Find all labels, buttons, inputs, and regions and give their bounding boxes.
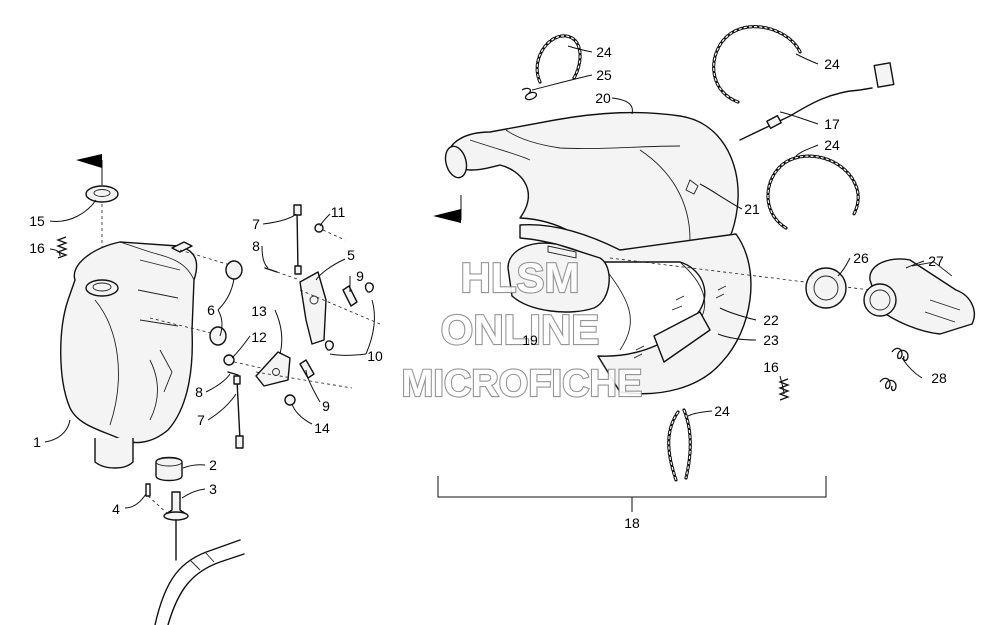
callout-12: 12 [251, 329, 267, 345]
screw-part [314, 223, 346, 241]
expansion-chamber [444, 111, 739, 263]
callout-1: 1 [33, 434, 41, 450]
callout-8-lower: 8 [195, 384, 203, 400]
bracket-lower [255, 351, 291, 387]
expansion-chamber-assembly [433, 25, 975, 512]
callout-27: 27 [928, 253, 944, 269]
heat-shield [519, 223, 752, 395]
callout-6: 6 [207, 302, 215, 318]
callout-24-a: 24 [596, 44, 612, 60]
callout-3: 3 [209, 481, 217, 497]
spring-part-7-lower [233, 375, 244, 449]
clamp-spring-1 [535, 34, 582, 84]
watermark-line-3: MICROFICHE [402, 363, 643, 405]
callout-20: 20 [595, 90, 611, 106]
watermark-line-1: HLSM [461, 254, 580, 301]
callout-2: 2 [209, 457, 217, 473]
clamp-spring-2 [712, 25, 802, 104]
callout-10: 10 [367, 348, 383, 364]
callout-7-top: 7 [252, 216, 260, 232]
rubber-mount [155, 456, 183, 482]
seal-ring [805, 267, 847, 309]
callout-15: 15 [29, 213, 45, 229]
callout-28: 28 [931, 370, 947, 386]
bracket-upper [299, 271, 327, 345]
callout-26: 26 [853, 250, 869, 266]
callout-17: 17 [824, 116, 840, 132]
callout-18: 18 [624, 515, 640, 531]
chassis-rail [154, 519, 245, 625]
assembly-bracket-18 [437, 476, 827, 512]
callout-8-top: 8 [252, 238, 260, 254]
cotter-pin-top [264, 267, 301, 281]
callout-25: 25 [596, 67, 612, 83]
wave-spring [521, 87, 538, 101]
grommet-part [85, 185, 119, 203]
clamp-spring-3 [766, 154, 860, 230]
cotter-pin-lower [227, 371, 239, 376]
callout-24-b: 24 [824, 56, 840, 72]
pin-part [145, 483, 169, 515]
callout-16-right: 16 [763, 359, 779, 375]
callout-21: 21 [744, 201, 760, 217]
spring-part-7-top [293, 204, 302, 275]
callout-14: 14 [314, 420, 330, 436]
muffler-body [60, 241, 241, 469]
stud-part [163, 491, 189, 521]
callout-13: 13 [251, 303, 267, 319]
inner-pipe [507, 242, 610, 313]
callout-11: 11 [331, 204, 346, 220]
spring-part-left [56, 236, 68, 259]
exhaust-manifold [863, 258, 975, 335]
callout-19: 19 [522, 332, 538, 348]
temperature-sensor [739, 62, 895, 141]
callout-24-d: 24 [714, 403, 730, 419]
watermark: HLSM ONLINE MICROFICHE [401, 253, 644, 406]
direction-flag-left [76, 154, 103, 185]
callout-16-left: 16 [29, 240, 45, 256]
clip-upper [342, 282, 374, 307]
bolt-part [223, 354, 281, 373]
spring-pair [879, 347, 909, 392]
direction-flag-right [433, 195, 462, 223]
clip-lower [299, 340, 334, 379]
leader-lines [44, 45, 925, 509]
callout-5: 5 [347, 247, 355, 263]
nut-part [284, 394, 296, 406]
watermark-line-2: ONLINE [441, 306, 600, 353]
callout-9-lower: 9 [322, 398, 330, 414]
clamp-spring-4 [667, 408, 692, 482]
muffler-assembly [56, 154, 381, 625]
callout-9-upper: 9 [356, 268, 364, 284]
callout-7-lower: 7 [197, 412, 205, 428]
callout-23: 23 [763, 332, 779, 348]
callout-24-c: 24 [824, 137, 840, 153]
callout-labels: 1 2 3 4 5 6 7 7 8 8 9 9 10 11 12 13 14 1… [29, 44, 947, 531]
grommet-pair [209, 260, 243, 346]
callout-4: 4 [112, 501, 120, 517]
callout-22: 22 [763, 312, 779, 328]
